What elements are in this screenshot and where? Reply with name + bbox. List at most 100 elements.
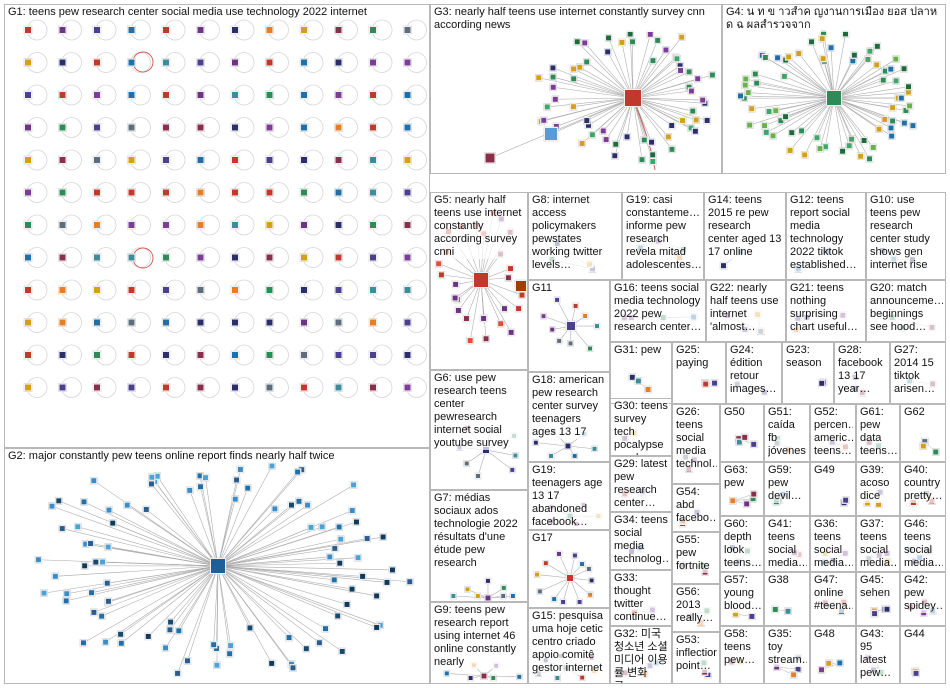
- g3-edge: [489, 97, 634, 159]
- group-panel-g18: G18: american pew research center survey…: [528, 372, 610, 462]
- g4-leaf-node: [773, 108, 779, 114]
- g1-node: [128, 352, 135, 358]
- g1-node: [404, 352, 411, 358]
- g15-leaf-node: [555, 676, 560, 680]
- g1-node: [404, 384, 411, 391]
- g3-edge: [632, 97, 696, 132]
- g2-edge: [55, 565, 219, 577]
- group-label: G54: abd facebo…: [676, 486, 717, 525]
- group-panel-g53: G53: inflection point…: [672, 632, 720, 684]
- group-label: G49: [814, 464, 853, 477]
- g2-edge: [91, 565, 219, 593]
- g2-edge: [178, 565, 219, 631]
- g1-node: [94, 287, 100, 293]
- group-panel-g42: G42: pew spidey…: [900, 572, 946, 626]
- g1-node: [59, 254, 66, 261]
- g3-leaf-node: [693, 117, 699, 123]
- g1-node: [266, 222, 273, 228]
- g1-node: [370, 222, 376, 228]
- g3-leaf-node: [650, 58, 656, 64]
- g1-node: [197, 352, 204, 358]
- group-panel-g61: G61: pew data teens…: [856, 404, 900, 462]
- g1-node: [197, 319, 204, 326]
- g1-node: [266, 59, 273, 66]
- group-panel-g43: G43: 95 latest pew…: [856, 626, 900, 684]
- group-panel-g34: G34: teens social media technolog…: [610, 512, 672, 570]
- g50-node: [736, 439, 742, 445]
- g3-leaf-node: [627, 31, 633, 37]
- g1-node: [163, 319, 169, 326]
- g2-leaf-node: [118, 640, 124, 646]
- g7-leaf-node: [465, 587, 470, 592]
- g50-node: [742, 434, 748, 440]
- group-label: G46: teens social media…: [904, 518, 943, 570]
- g1-node: [197, 287, 204, 293]
- g4-leaf-node: [888, 125, 894, 131]
- g63-node: [744, 501, 750, 507]
- g5-edge: [480, 279, 512, 333]
- g63-node: [751, 491, 757, 497]
- group-label: G29: latest pew research center…: [614, 458, 669, 510]
- g3-edge: [555, 97, 634, 100]
- g2-edge: [121, 565, 219, 644]
- g1-node: [25, 287, 31, 293]
- g35-node: [774, 664, 780, 670]
- g3-leaf-node: [709, 72, 715, 78]
- g4-hub-node: [827, 91, 841, 105]
- g4-edge: [833, 97, 861, 157]
- g1-node: [335, 189, 342, 196]
- g2-leaf-node: [349, 508, 355, 514]
- g1-node: [94, 384, 100, 391]
- g3-leaf-node: [541, 117, 547, 123]
- g2-edge: [217, 548, 335, 567]
- group-label: G35: toy stream…: [768, 628, 807, 667]
- group-label: G50: [724, 406, 761, 419]
- g3-leaf-node: [550, 74, 556, 80]
- group-label: G48: [814, 628, 853, 641]
- g2-leaf-node: [41, 590, 47, 596]
- g2-edge: [146, 509, 219, 567]
- g1-node: [25, 352, 31, 358]
- g2-leaf-node: [167, 627, 173, 633]
- g4-leaf-node: [882, 68, 888, 74]
- g2-leaf-node: [305, 502, 311, 508]
- g2-leaf-node: [143, 506, 149, 512]
- g3-leaf-node: [605, 49, 611, 55]
- group-panel-g12: G12: teens report social media technolog…: [786, 192, 866, 280]
- g4-leaf-node: [747, 122, 753, 128]
- g1-node: [335, 92, 342, 98]
- g3-edge: [632, 97, 705, 104]
- group-panel-g46: G46: teens social media…: [900, 516, 946, 572]
- group-label: G5: nearly half teens use internet const…: [434, 194, 525, 259]
- g1-node: [232, 287, 238, 293]
- g1-node: [335, 157, 342, 163]
- g1-node: [59, 287, 66, 293]
- group-label: G11: [532, 282, 607, 295]
- g2-leaf-node: [351, 482, 357, 488]
- g2-edge: [217, 565, 353, 590]
- g17-leaf-node: [556, 551, 561, 556]
- g1-node: [94, 59, 100, 66]
- g2-edge: [205, 477, 219, 567]
- g3-edge: [632, 97, 654, 162]
- group-panel-g23: G23: season: [782, 342, 834, 404]
- g48-node: [819, 667, 825, 673]
- g4-leaf-node: [907, 103, 913, 109]
- g4-leaf-node: [846, 143, 852, 149]
- g1-node: [128, 384, 135, 391]
- g1-node: [335, 352, 342, 358]
- g6-edge: [477, 449, 487, 477]
- group-label: G14: teens 2015 re pew research center a…: [708, 194, 783, 259]
- g3-leaf-node: [674, 56, 680, 62]
- g2-edge: [105, 565, 219, 643]
- g1-node: [163, 222, 169, 228]
- g39-node: [876, 501, 882, 507]
- g3-edge: [632, 37, 682, 99]
- g3-leaf-node: [630, 39, 636, 45]
- g3-edge: [632, 71, 690, 99]
- g1-node: [404, 157, 411, 163]
- g2-leaf-node: [384, 579, 390, 585]
- g4-leaf-node: [874, 43, 880, 49]
- g2-leaf-node: [88, 541, 94, 547]
- g4-edge: [751, 97, 835, 110]
